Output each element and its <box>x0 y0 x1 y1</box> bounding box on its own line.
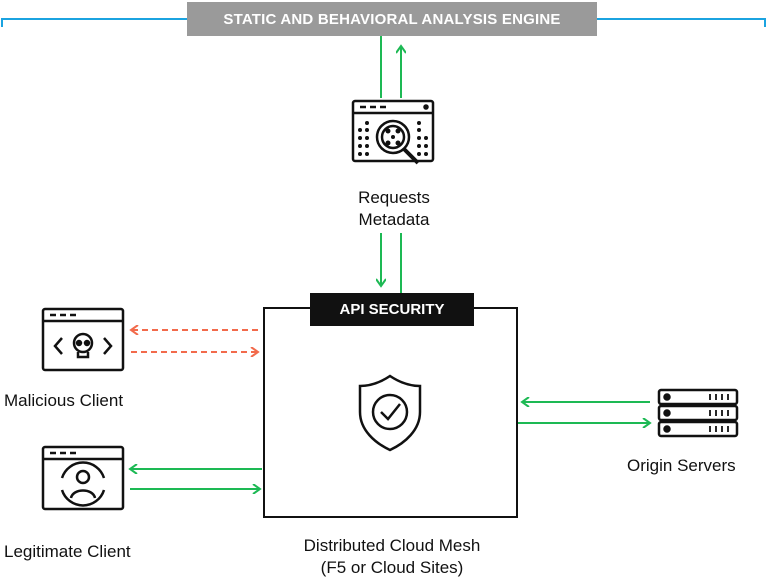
analysis-engine-label: STATIC AND BEHAVIORAL ANALYSIS ENGINE <box>187 2 597 36</box>
legitimate-arrows <box>130 469 262 489</box>
origin-arrows <box>518 402 650 423</box>
metadata-label: Metadata <box>358 210 430 229</box>
malicious-client-icon <box>41 307 125 372</box>
requests-metadata-icon <box>351 99 435 165</box>
malicious-arrows <box>131 330 258 352</box>
mesh-box <box>263 307 518 518</box>
metadata-arrows <box>381 36 401 293</box>
legitimate-client-label: Legitimate Client <box>4 542 131 561</box>
requests-label: Requests <box>358 188 430 207</box>
engine-bracket <box>1 18 766 27</box>
api-security-label: API SECURITY <box>310 293 474 326</box>
shield-check-icon <box>358 374 422 452</box>
legitimate-client-icon <box>41 445 125 511</box>
malicious-client-label: Malicious Client <box>4 391 124 410</box>
mesh-sublabel: (F5 or Cloud Sites) <box>320 558 464 577</box>
origin-servers-label: Origin Servers <box>627 456 736 475</box>
origin-servers-icon <box>657 388 739 438</box>
mesh-label: Distributed Cloud Mesh <box>303 536 481 555</box>
